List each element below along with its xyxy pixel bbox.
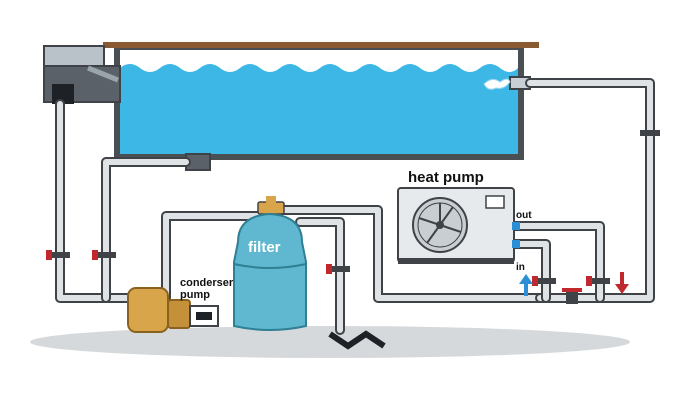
- valve-icon: [532, 276, 556, 286]
- valve-icon: [586, 276, 610, 286]
- arrow-up-icon: [519, 274, 533, 296]
- sand-filter: [233, 196, 307, 331]
- valve-icon: [326, 264, 350, 274]
- valve-icon: [46, 250, 70, 260]
- heat-pump-in-label: in: [516, 262, 525, 273]
- fan-icon: [412, 197, 468, 253]
- arrow-down-icon: [615, 272, 629, 294]
- valve-icon: [92, 250, 116, 260]
- filter-label: filter: [248, 239, 281, 256]
- heat-pump-label: heat pump: [408, 169, 484, 186]
- waste-drain: [328, 330, 386, 350]
- heat-pump-out-label: out: [516, 210, 532, 221]
- return-jet: [483, 76, 531, 90]
- ground-shadow: [30, 326, 630, 358]
- heat-pump: [397, 187, 520, 264]
- skimmer: [43, 45, 121, 104]
- valve-icon: [640, 130, 660, 136]
- condenser-pump-label-line2: pump: [180, 289, 210, 301]
- bypass-valve-icon: [562, 288, 582, 304]
- pool-deck: [103, 42, 539, 48]
- pool: [114, 48, 524, 160]
- condenser-pump-label-line1: conderser: [180, 277, 234, 289]
- condenser-pump: [127, 287, 219, 333]
